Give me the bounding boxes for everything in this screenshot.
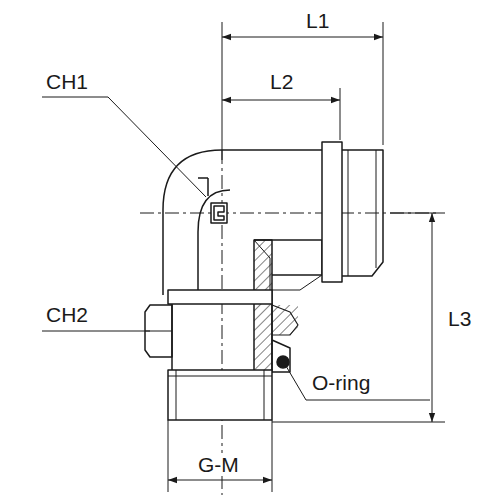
callout-label: O-ring	[310, 371, 372, 394]
callout-label: CH2	[44, 303, 90, 326]
dimension-label: L1	[304, 9, 331, 32]
dimension-label: L2	[268, 70, 295, 93]
dimension-label: L3	[446, 307, 473, 330]
callout-label: CH1	[44, 70, 90, 93]
dimension-label: G-M	[196, 453, 241, 476]
